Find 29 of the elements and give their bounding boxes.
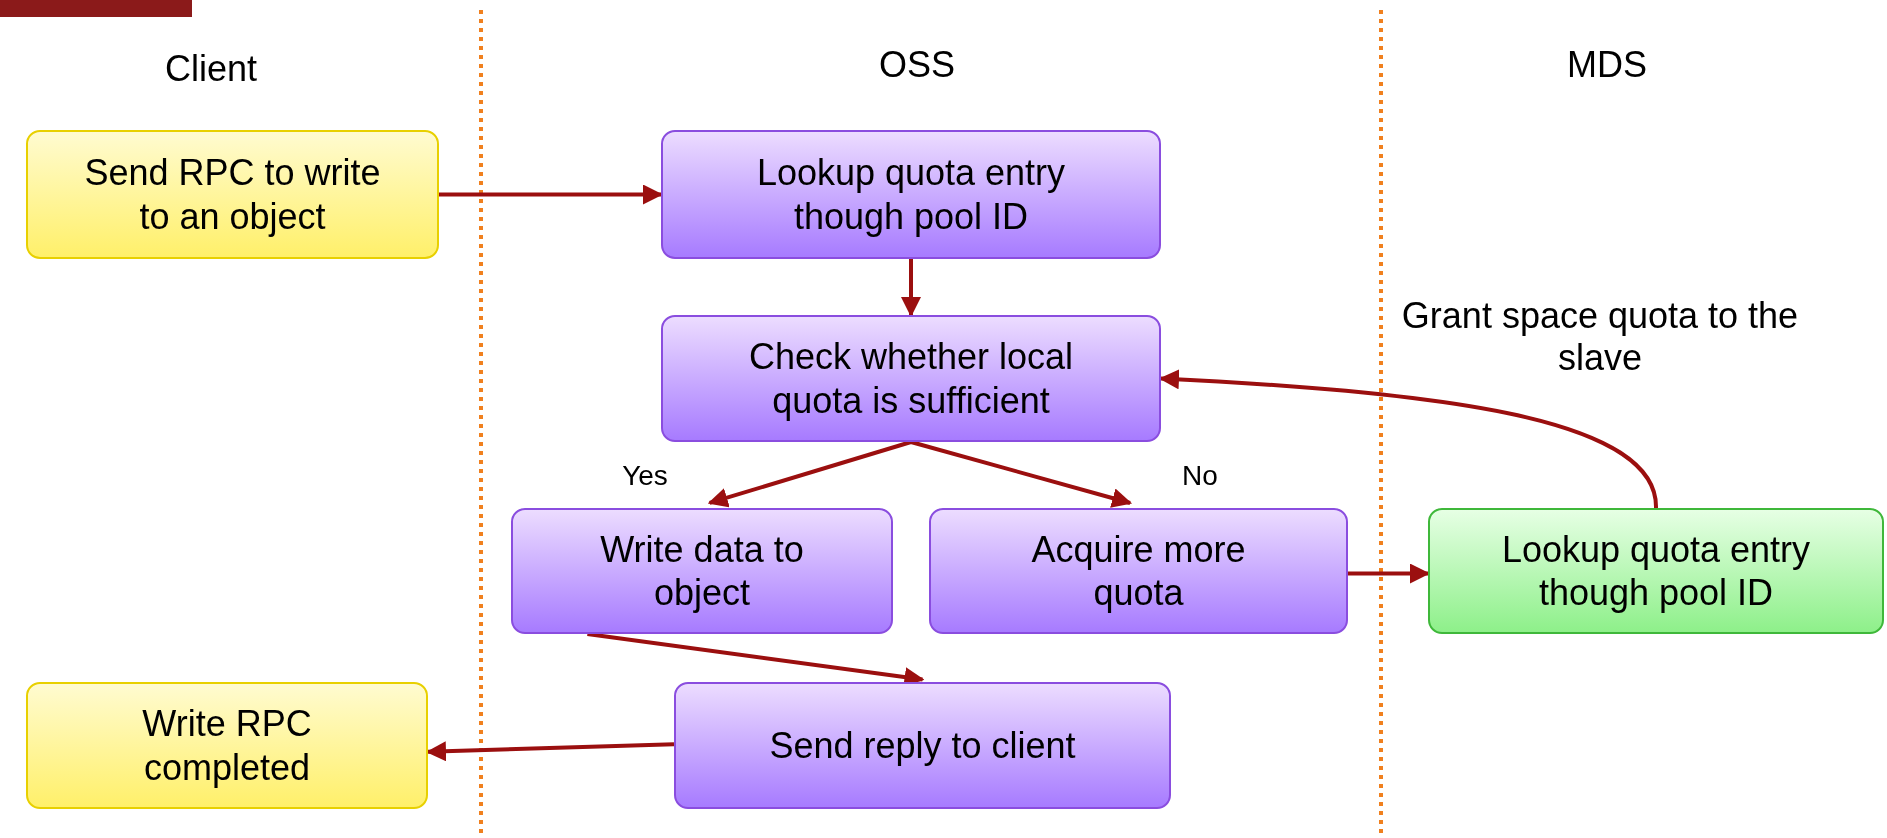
node-text: Check whether local quota is sufficient: [747, 335, 1075, 422]
process-box: [1428, 508, 1884, 634]
process-box: [26, 130, 439, 259]
process-box: [511, 508, 893, 634]
node-text: Write RPC completed: [141, 702, 313, 789]
edge-label: Grant space quota to the slave: [1400, 295, 1800, 379]
node-text: Write data to object: [599, 527, 805, 615]
process-box: [26, 682, 428, 809]
node-text: Lookup quota entry though pool ID: [755, 151, 1067, 238]
node-text: Send RPC to write to an object: [83, 151, 382, 238]
lane-heading: OSS: [878, 44, 956, 86]
process-box: [661, 130, 1161, 259]
node-text: Lookup quota entry though pool ID: [1500, 527, 1812, 615]
lane-heading: MDS: [1566, 44, 1648, 86]
arrow: [426, 741, 675, 762]
edge-label: No: [1181, 460, 1219, 492]
arrow: [910, 440, 1133, 508]
node-text: Send reply to client: [769, 723, 1076, 768]
process-box: [674, 682, 1171, 809]
lane-heading: Client: [163, 48, 258, 90]
process-box: [661, 315, 1161, 442]
arrow: [1348, 563, 1430, 584]
process-box: [929, 508, 1348, 634]
node-text: Acquire more quota: [1030, 527, 1247, 615]
arrow: [707, 440, 912, 508]
arrow: [439, 184, 663, 205]
arrow: [901, 259, 921, 317]
edge-label: Yes: [621, 460, 669, 492]
arrow: [1159, 369, 1658, 509]
